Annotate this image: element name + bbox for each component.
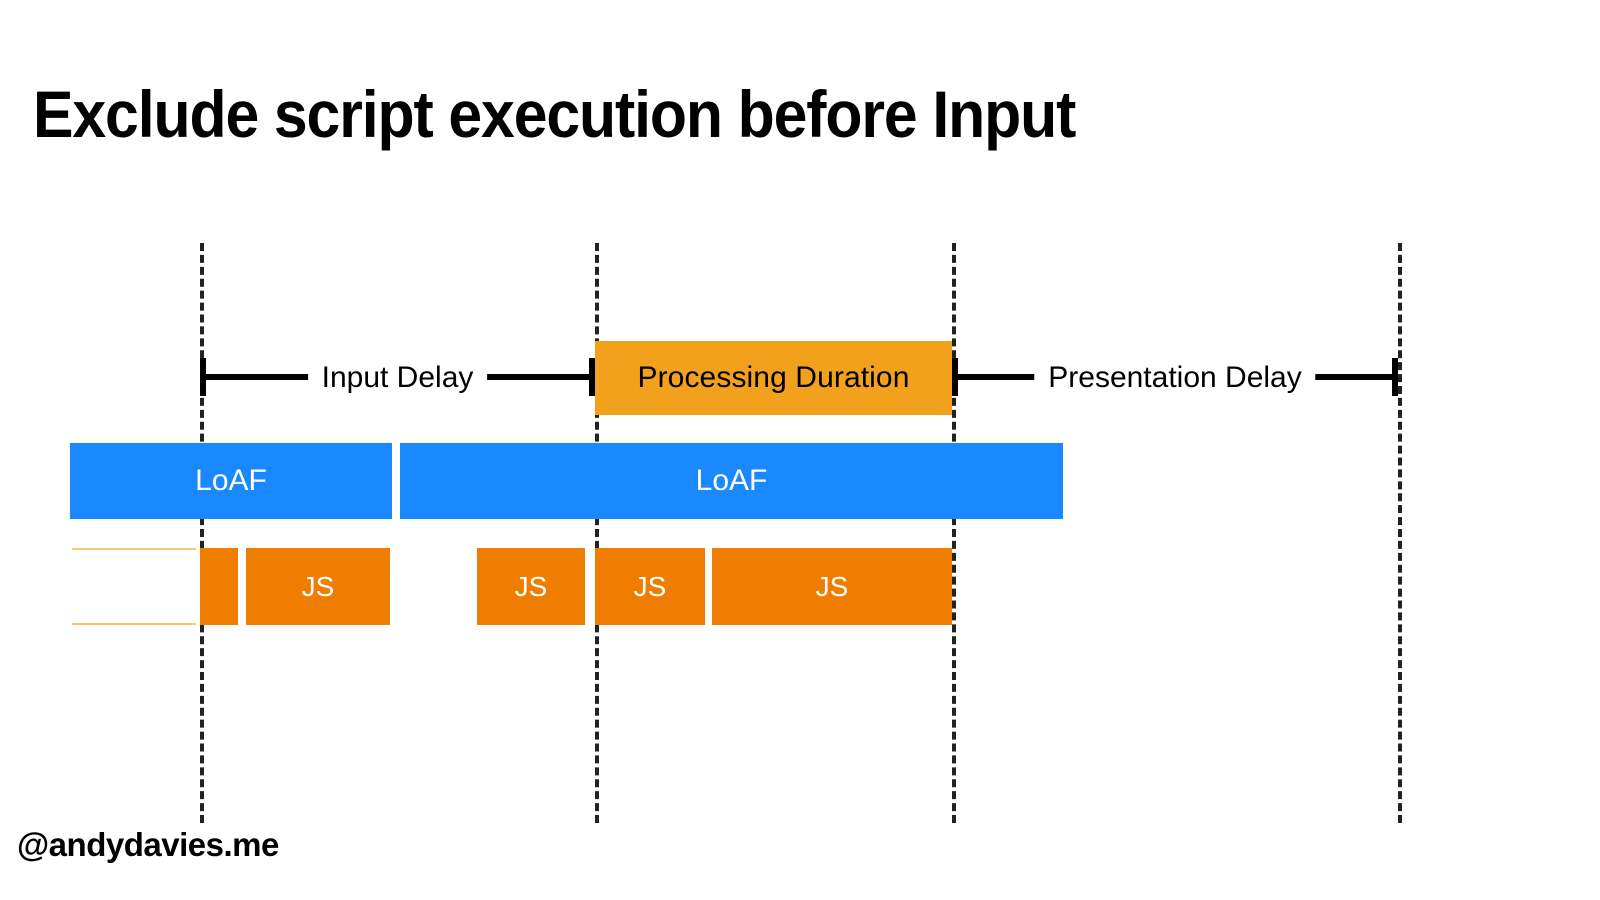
footer-handle: @andydavies.me: [17, 826, 279, 863]
js-block-1: [200, 548, 238, 625]
guide-line-processing-end: [952, 243, 956, 823]
phase-bar-processing-duration: Processing Duration: [595, 341, 952, 415]
loaf-block-1: LoAF: [400, 443, 1063, 519]
guide-line-processing-start: [595, 243, 599, 823]
phase-label-presentation-delay: Presentation Delay: [1034, 360, 1316, 396]
js-block-0: [72, 548, 196, 625]
js-block-3: JS: [477, 548, 585, 625]
guide-line-presentation-end: [1398, 243, 1402, 823]
js-block-5: JS: [712, 548, 952, 625]
loaf-block-0: LoAF: [70, 443, 392, 519]
phase-label-input-delay: Input Delay: [307, 360, 488, 396]
js-block-2: JS: [246, 548, 390, 625]
guide-line-input-start: [200, 243, 204, 823]
page-title: Exclude script execution before Input: [33, 77, 1076, 152]
js-block-4: JS: [595, 548, 705, 625]
